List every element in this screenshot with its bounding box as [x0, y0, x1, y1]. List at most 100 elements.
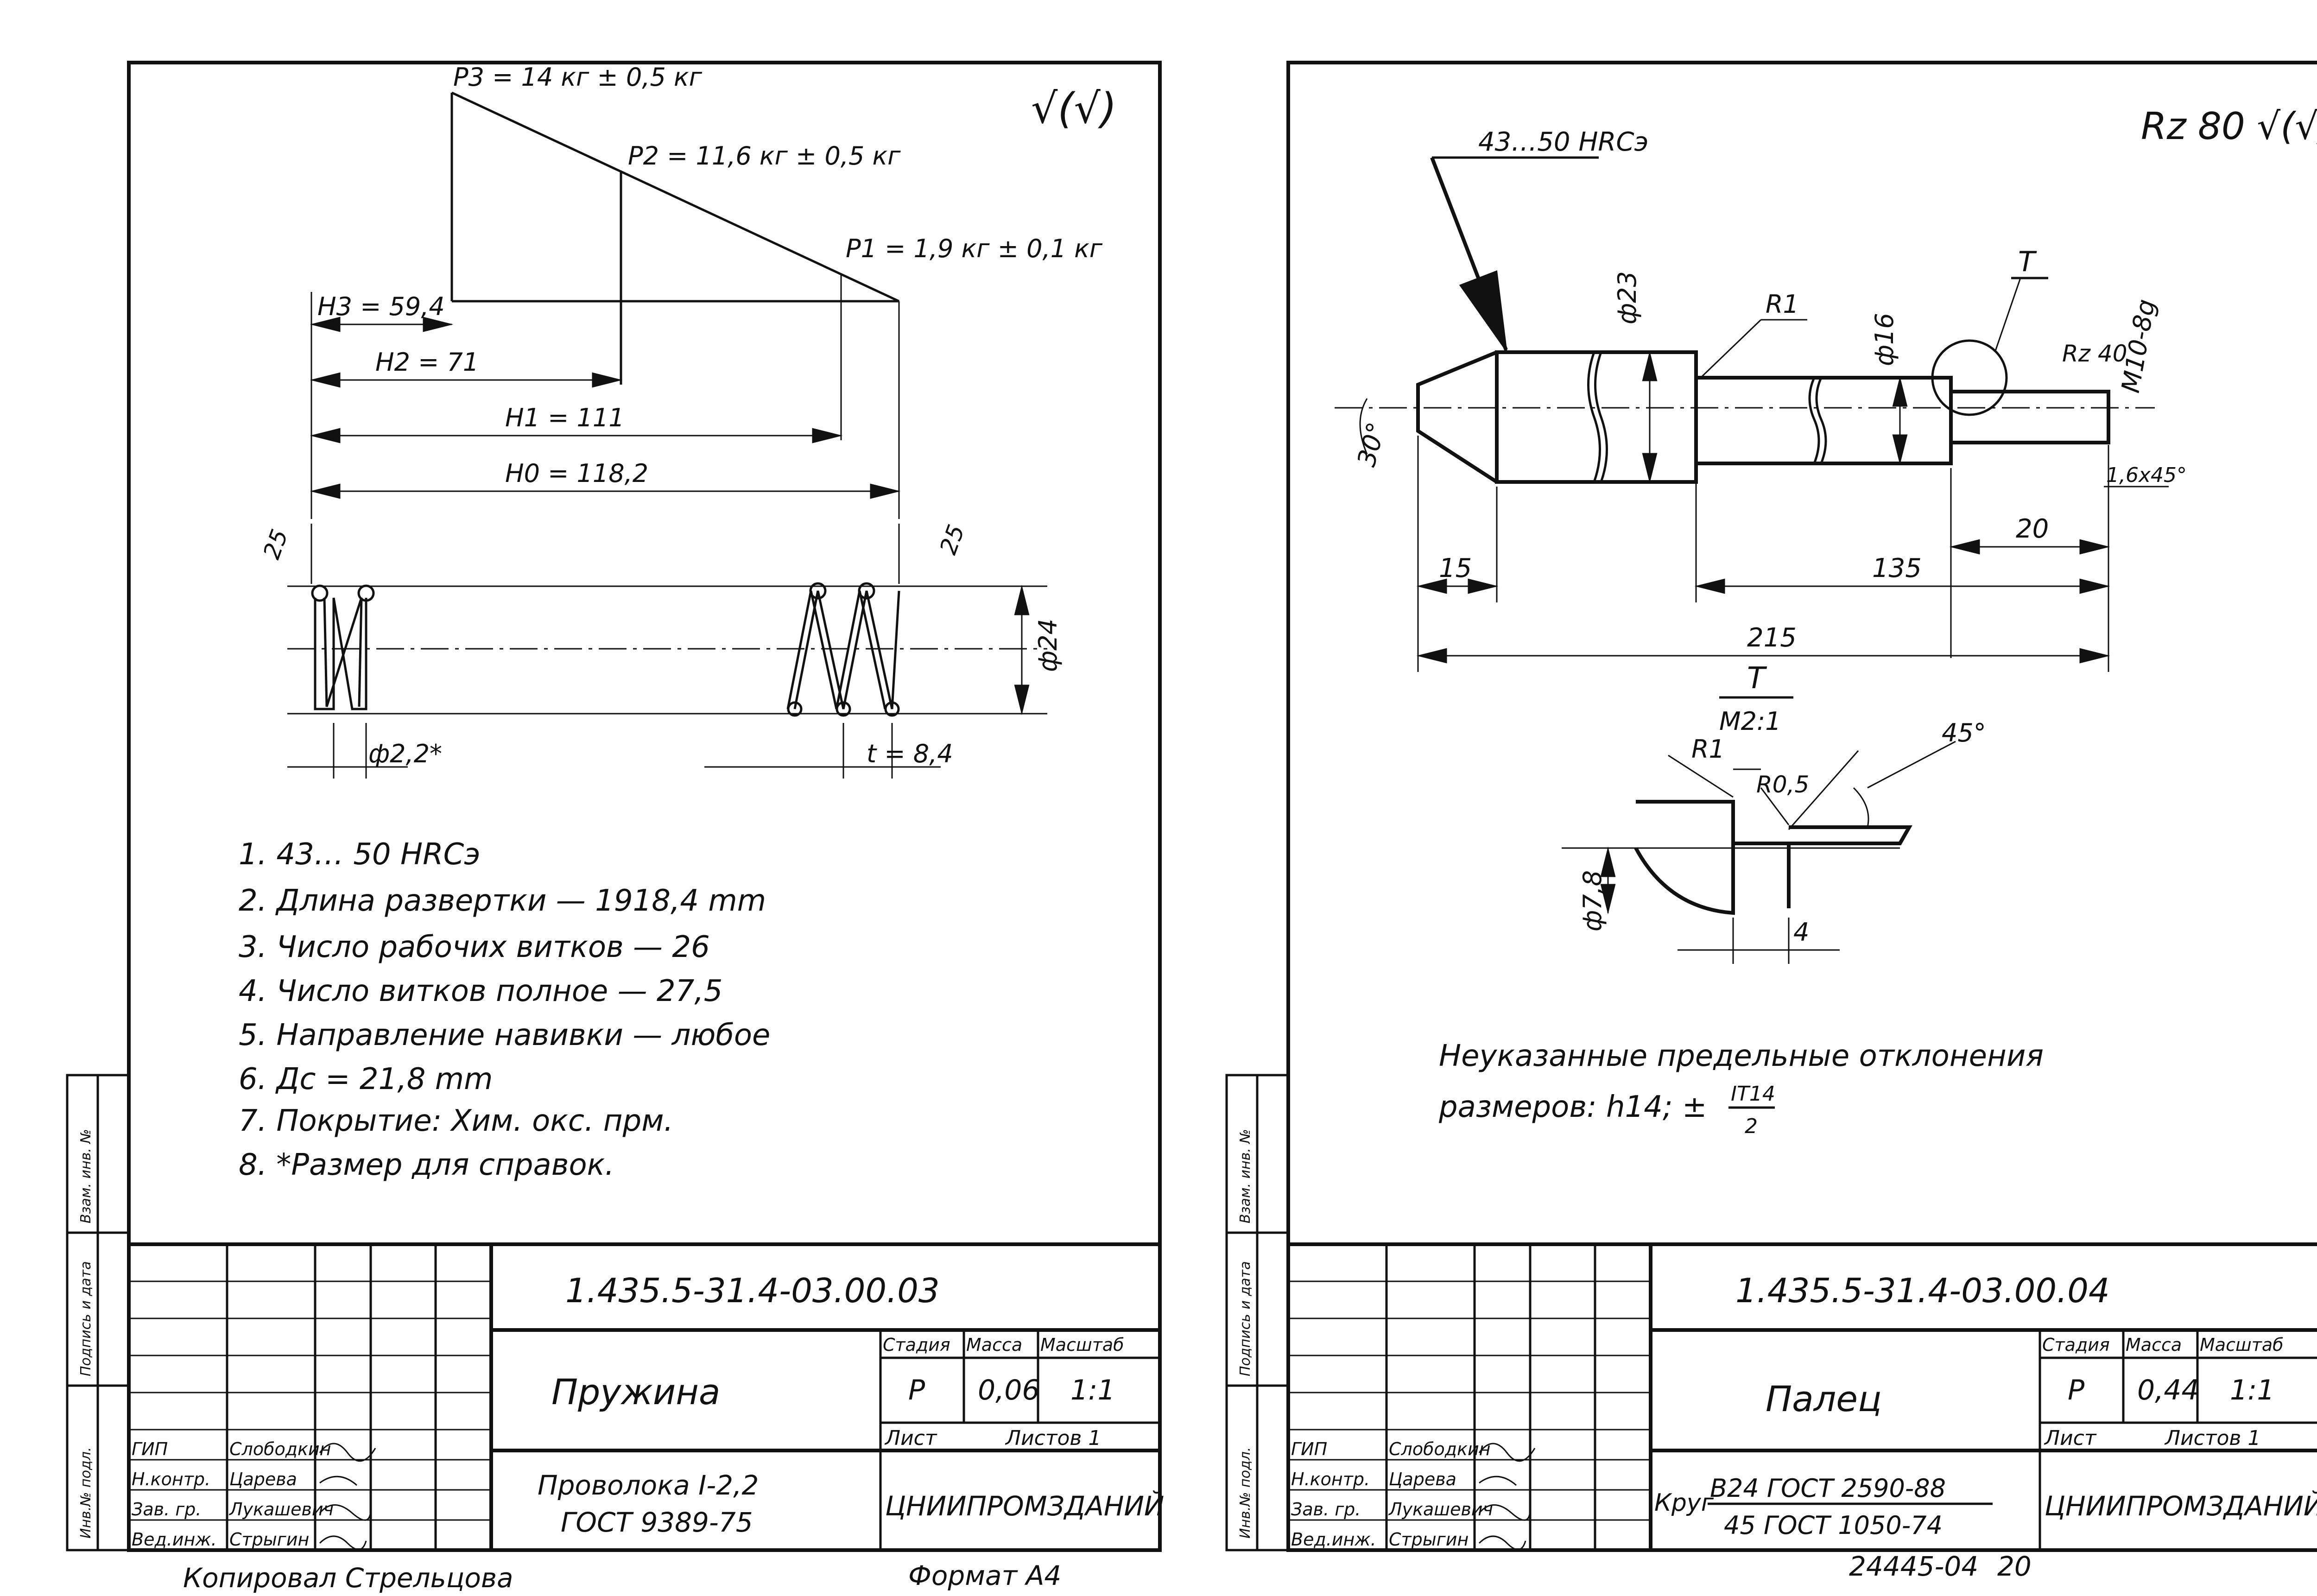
left-doc-code: 1.435.5-31.4-03.00.03	[565, 1271, 940, 1310]
right-roughness: Rz 80 √(√)	[2141, 105, 2317, 148]
left-scale-label: Масштаб	[1040, 1335, 1124, 1355]
pin-len-135: 135	[1872, 553, 1922, 583]
pin-len-20: 20	[2016, 514, 2049, 544]
detail-len-4: 4	[1793, 918, 1809, 947]
right-frame	[1286, 61, 2317, 1552]
right-signatures	[1478, 1443, 1536, 1551]
spring-outer-dia: ф24	[1033, 619, 1063, 672]
left-mass: 0,06	[978, 1374, 1040, 1406]
left-note-7: 7. Покрытие: Хим. окс. прм.	[239, 1104, 673, 1138]
detail-angle-45: 45°	[1942, 718, 1986, 747]
height-h1: H1 = 111	[505, 403, 625, 432]
force-p2: P2 = 11,6 кг ± 0,5 кг	[628, 141, 901, 171]
pin-detail-t: T	[2018, 246, 2037, 278]
height-h0: H0 = 118,2	[505, 459, 648, 488]
detail-scale: М2:1	[1719, 707, 1781, 736]
pin-rz40: Rz 40	[2062, 340, 2127, 367]
tolerance-num: IT14	[1731, 1082, 1775, 1106]
left-note-6: 6. Дс = 21,8 mm	[239, 1062, 493, 1096]
left-name-3: Лукашевич	[228, 1499, 334, 1520]
detail-title: T	[1747, 661, 1767, 696]
left-role-2: Н.контр.	[132, 1469, 210, 1489]
right-name-1: Слободкин	[1389, 1439, 1491, 1459]
right-sheet: Инв.№ подл. Подпись и дата Взам. инв. № …	[1225, 61, 2317, 1582]
left-stage-label: Стадия	[883, 1335, 950, 1355]
force-diagram: P3 = 14 кг ± 0,5 кг P2 = 11,6 кг ± 0,5 к…	[310, 63, 1103, 519]
left-name-2: Царева	[229, 1469, 297, 1489]
right-material-prefix: Круг	[1654, 1489, 1714, 1517]
left-roughness: √(√)	[1031, 84, 1117, 133]
right-sheets-label: Листов 1	[2164, 1426, 2260, 1450]
right-doc-code: 1.435.5-31.4-03.00.04	[1735, 1271, 2110, 1310]
right-name-2: Царева	[1389, 1469, 1456, 1489]
right-scale-label: Масштаб	[2200, 1335, 2284, 1355]
right-stage: Р	[2068, 1374, 2085, 1406]
right-name-3: Лукашевич	[1388, 1499, 1493, 1520]
spring-pitch: t = 8,4	[867, 739, 953, 768]
left-role-4: Вед.инж.	[132, 1529, 217, 1550]
spring-wire-dia: ф2,2*	[368, 739, 442, 768]
left-name-1: Слободкин	[229, 1439, 331, 1459]
height-h3: H3 = 59,4	[317, 292, 445, 321]
left-sheet: Инв.№ подл. Подпись и дата Взам. инв. № …	[66, 61, 1164, 1594]
right-sheet-label: Лист	[2044, 1426, 2097, 1450]
left-part-name: Пружина	[551, 1371, 721, 1412]
detail-view: T М2:1 R1 R0,5 45° ф7,8 4	[1562, 661, 1986, 964]
left-sheet-label: Лист	[884, 1426, 937, 1450]
detail-r05: R0,5	[1756, 771, 1809, 798]
right-mass: 0,44	[2137, 1374, 2199, 1406]
right-material-1: В24 ГОСТ 2590-88	[1710, 1474, 1946, 1503]
left-mass-label: Масса	[966, 1335, 1022, 1355]
height-h2: H2 = 71	[375, 348, 479, 377]
right-org: ЦНИИПРОМЗДАНИЙ	[2045, 1490, 2317, 1522]
left-note-2: 2. Длина развертки — 1918,4 mm	[239, 884, 766, 918]
right-mass-label: Масса	[2126, 1335, 2182, 1355]
right-name-4: Стрыгин	[1389, 1529, 1469, 1550]
force-p3: P3 = 14 кг ± 0,5 кг	[453, 63, 703, 92]
detail-r1: R1	[1691, 735, 1725, 764]
left-stage: Р	[908, 1374, 925, 1406]
right-scale: 1:1	[2230, 1374, 2275, 1406]
left-note-4: 4. Число витков полное — 27,5	[239, 974, 722, 1008]
right-side-label-2: Подпись и дата	[1237, 1261, 1253, 1377]
spring-end-left: 25	[258, 526, 293, 563]
left-role-3: Зав. гр.	[132, 1499, 201, 1520]
right-part-name: Палец	[1766, 1378, 1882, 1419]
right-note-2: размеров: h14; ±	[1438, 1090, 1707, 1124]
pin-dia-16: ф16	[1870, 313, 1899, 366]
left-role-1: ГИП	[132, 1439, 168, 1459]
right-role-1: ГИП	[1291, 1439, 1327, 1459]
tolerance-den: 2	[1745, 1115, 1758, 1138]
left-frame	[127, 61, 1162, 1552]
copied-by: Копировал Стрельцова	[183, 1562, 513, 1594]
pin-len-15: 15	[1439, 553, 1472, 583]
right-material-2: 45 ГОСТ 1050-74	[1724, 1511, 1943, 1540]
doc-code: 24445-04	[1849, 1551, 1978, 1582]
right-role-4: Вед.инж.	[1291, 1529, 1376, 1550]
left-material-1: Проволока I-2,2	[538, 1469, 759, 1501]
left-name-4: Стрыгин	[229, 1529, 309, 1550]
left-side-label-1: Инв.№ подл.	[78, 1447, 94, 1539]
pin-len-215: 215	[1747, 623, 1797, 653]
left-material-2: ГОСТ 9389-75	[561, 1507, 753, 1538]
spring-end-right: 25	[935, 521, 970, 558]
doc-page: 20	[1997, 1551, 2032, 1582]
right-title-block: 1.435.5-31.4-03.00.04 Палец Круг В24 ГОС…	[1288, 1242, 2317, 1582]
pin-drawing: 43…50 HRCэ ф23 R1 ф16 T Rz 40 M10-8g 30°…	[1335, 127, 2187, 672]
detail-dia-78: ф7,8	[1578, 870, 1607, 931]
left-sheets-label: Листов 1	[1005, 1426, 1101, 1450]
pin-dia-23: ф23	[1613, 271, 1642, 324]
right-notes: Неуказанные предельные отклонения размер…	[1438, 1039, 2044, 1138]
left-org: ЦНИИПРОМЗДАНИЙ	[885, 1490, 1164, 1522]
pin-chamfer: 1,6х45°	[2106, 463, 2187, 487]
right-role-3: Зав. гр.	[1291, 1499, 1361, 1520]
right-stage-label: Стадия	[2042, 1335, 2110, 1355]
left-side-label-3: Взам. инв. №	[78, 1129, 94, 1223]
right-side-label-1: Инв.№ подл.	[1237, 1447, 1253, 1539]
spring-drawing: ф24 ф2,2* t = 8,4 25 25	[258, 521, 1063, 779]
pin-r1: R1	[1766, 290, 1799, 319]
left-title-block: 1.435.5-31.4-03.00.03 Пружина Проволока …	[129, 1242, 1164, 1551]
force-p1: P1 = 1,9 кг ± 0,1 кг	[846, 234, 1103, 263]
left-note-3: 3. Число рабочих витков — 26	[239, 930, 710, 964]
